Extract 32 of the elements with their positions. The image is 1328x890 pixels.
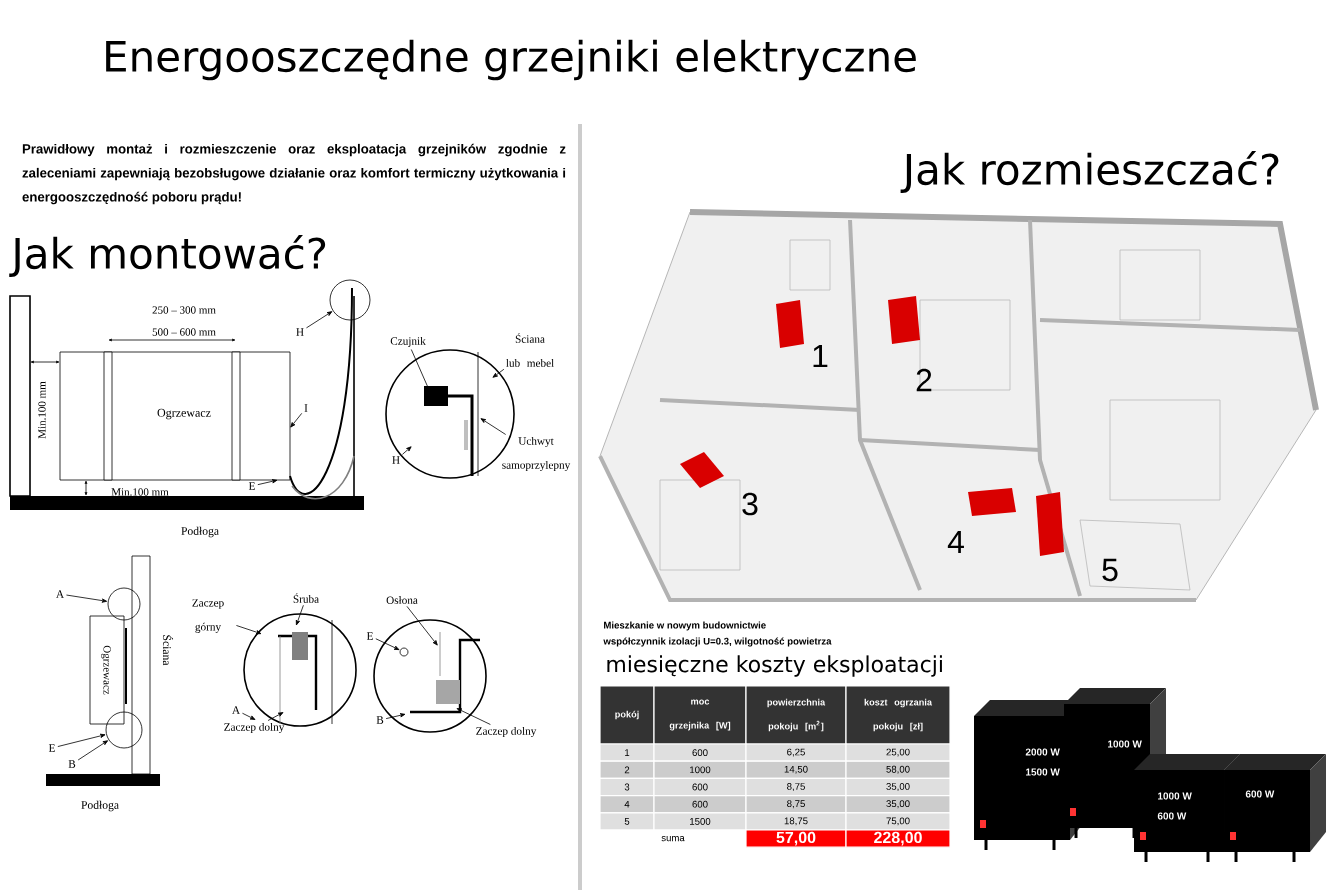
table-heading: miesięczne koszty eksploatacji bbox=[607, 655, 942, 677]
leader-line bbox=[257, 479, 278, 486]
room-number: 1 bbox=[813, 345, 828, 367]
room-number: 5 bbox=[1102, 558, 1118, 582]
leader-line bbox=[66, 594, 108, 603]
room-number: 3 bbox=[742, 492, 758, 516]
leader-line bbox=[406, 605, 438, 646]
room-number: 2 bbox=[916, 368, 932, 392]
table-cell: 57,00 bbox=[745, 829, 847, 848]
leader-line bbox=[480, 418, 507, 435]
section-heading: Jak montować? bbox=[9, 235, 326, 277]
leader-line bbox=[290, 412, 303, 428]
leader-line bbox=[236, 625, 262, 635]
leader-line bbox=[306, 311, 333, 329]
detail-circle bbox=[329, 279, 371, 321]
detail-circle bbox=[107, 587, 141, 621]
leader-line bbox=[456, 708, 491, 725]
section-heading: Jak rozmieszczać? bbox=[900, 151, 1279, 193]
leader-line bbox=[410, 349, 430, 392]
leader-line bbox=[57, 733, 106, 747]
title: Energooszczędne grzejniki elektryczne bbox=[106, 39, 916, 81]
room-number: 4 bbox=[947, 531, 964, 553]
leader-line bbox=[385, 713, 406, 719]
leader-line bbox=[267, 712, 284, 721]
leader-line bbox=[402, 446, 412, 455]
table-cell: 228,00 bbox=[845, 829, 951, 848]
leader-line bbox=[492, 368, 505, 378]
detail-circle bbox=[105, 711, 143, 749]
leader-line bbox=[77, 740, 109, 761]
leader-line bbox=[242, 712, 256, 720]
leader-line bbox=[375, 638, 400, 651]
leader-line bbox=[295, 604, 304, 626]
